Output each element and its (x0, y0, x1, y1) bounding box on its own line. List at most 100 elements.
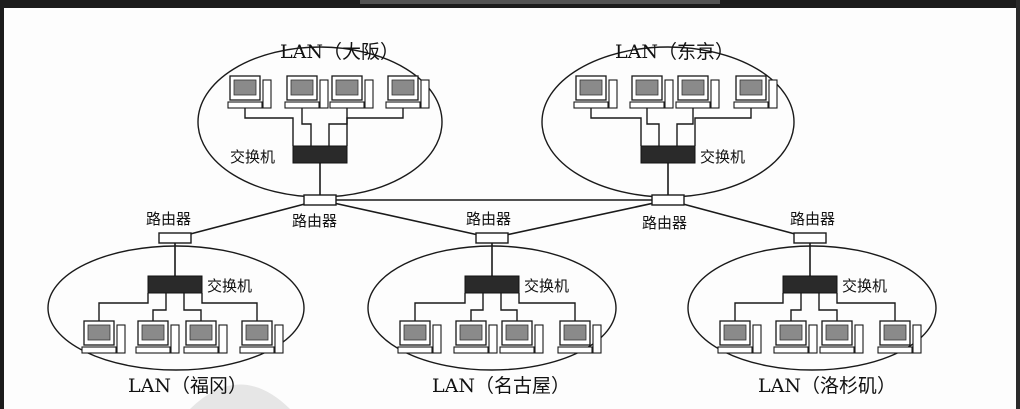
switch-label-osaka: 交换机 (230, 148, 275, 166)
lan-label-osaka: LAN（大阪） (280, 41, 399, 63)
cable-losangeles-2 (818, 293, 838, 321)
computer-fukuoka-1-screen (141, 324, 165, 341)
cable-nagoya-2 (500, 293, 518, 321)
lan-label-fukuoka: LAN（福冈） (128, 375, 247, 397)
computer-losangeles-1-keyboard (773, 346, 809, 354)
computer-osaka-0-screen (233, 79, 257, 96)
lan-losangeles-ellipse (687, 245, 937, 371)
cable-fukuoka-0 (98, 293, 149, 321)
computer-fukuoka-3-screen (245, 324, 269, 341)
router-label-losangeles: 路由器 (790, 210, 835, 228)
cable-osaka-1 (301, 108, 312, 146)
cable-fukuoka-1 (152, 293, 167, 321)
computer-nagoya-1-keyboard (453, 346, 489, 354)
computer-tokyo-0-keyboard (573, 101, 609, 109)
cable-losangeles-0 (734, 293, 784, 321)
computer-osaka-3-screen (391, 79, 415, 96)
computer-nagoya-1-tower (488, 324, 498, 354)
computer-fukuoka-0-tower (116, 324, 126, 354)
computer-tokyo-3-screen (739, 79, 763, 96)
computer-fukuoka-0-screen (87, 324, 111, 341)
switch-tokyo (640, 145, 696, 164)
router-nagoya (475, 232, 509, 244)
computer-tokyo-2-keyboard (675, 101, 711, 109)
computer-fukuoka-2-keyboard (183, 346, 219, 354)
lan-label-tokyo: LAN（东京） (615, 41, 734, 63)
computer-losangeles-2-keyboard (819, 346, 855, 354)
lan-fukuoka-ellipse (47, 245, 305, 371)
router-tokyo (651, 194, 685, 206)
left-border (0, 0, 4, 409)
switch-nagoya (464, 275, 520, 294)
cable-losangeles-3 (836, 293, 896, 321)
computer-osaka-1-screen (290, 79, 314, 96)
computer-osaka-2-keyboard (329, 101, 365, 109)
cable-tokyo-0 (590, 108, 642, 146)
cable-fukuoka-2 (183, 293, 202, 321)
computer-losangeles-2-tower (854, 324, 864, 354)
router-label-fukuoka: 路由器 (146, 210, 191, 228)
computer-losangeles-1-screen (779, 324, 803, 341)
switch-label-losangeles: 交换机 (842, 277, 887, 295)
computer-osaka-0-tower (262, 79, 272, 109)
computer-osaka-3-tower (420, 79, 430, 109)
switch-label-fukuoka: 交换机 (207, 277, 252, 295)
cable-osaka-3 (346, 108, 404, 146)
right-border (1016, 0, 1020, 409)
cropped-caption-strip (360, 0, 720, 4)
computer-nagoya-3-screen (563, 324, 587, 341)
computer-tokyo-3-tower (768, 79, 778, 109)
router-fukuoka (158, 232, 192, 244)
router-osaka (303, 194, 337, 206)
computer-fukuoka-1-tower (170, 324, 180, 354)
cable-tokyo-3 (694, 108, 752, 146)
computer-losangeles-1-tower (808, 324, 818, 354)
computer-losangeles-0-screen (723, 324, 747, 341)
cable-nagoya-3 (518, 293, 576, 321)
computer-nagoya-3-keyboard (557, 346, 593, 354)
computer-fukuoka-2-tower (218, 324, 228, 354)
computer-nagoya-2-keyboard (499, 346, 535, 354)
computer-nagoya-0-screen (403, 324, 427, 341)
switch-fukuoka (147, 275, 203, 294)
computers-group (81, 75, 922, 354)
computer-nagoya-0-keyboard (397, 346, 433, 354)
wan-link-osaka-fukuoka (174, 199, 321, 239)
computer-tokyo-3-keyboard (733, 101, 769, 109)
router-label-nagoya: 路由器 (466, 210, 511, 228)
computer-osaka-3-keyboard (385, 101, 421, 109)
computer-losangeles-3-tower (912, 324, 922, 354)
computer-fukuoka-2-screen (189, 324, 213, 341)
computer-losangeles-0-keyboard (717, 346, 753, 354)
computer-tokyo-2-tower (710, 79, 720, 109)
computer-osaka-2-tower (364, 79, 374, 109)
switch-losangeles (782, 275, 838, 294)
watermark-shape (190, 384, 290, 409)
wan-link-tokyo-losangeles (667, 199, 811, 239)
computer-nagoya-0-tower (432, 324, 442, 354)
wan-link-tokyo-nagoya (491, 199, 669, 239)
computer-osaka-1-keyboard (284, 101, 320, 109)
computer-osaka-1-tower (319, 79, 329, 109)
computer-fukuoka-3-tower (274, 324, 284, 354)
computer-nagoya-1-screen (459, 324, 483, 341)
computer-losangeles-3-keyboard (877, 346, 913, 354)
computer-tokyo-1-keyboard (629, 101, 665, 109)
wan-link-osaka-nagoya (319, 199, 493, 239)
switch-label-tokyo: 交换机 (700, 148, 745, 166)
computer-osaka-2-screen (335, 79, 359, 96)
router-label-tokyo: 路由器 (642, 214, 687, 232)
cable-nagoya-0 (414, 293, 466, 321)
wan-links (174, 163, 811, 276)
switch-osaka (292, 145, 348, 164)
computer-nagoya-2-tower (534, 324, 544, 354)
computer-osaka-0-keyboard (227, 101, 263, 109)
cable-tokyo-1 (646, 108, 660, 146)
computer-tokyo-0-tower (608, 79, 618, 109)
cable-fukuoka-3 (201, 293, 258, 321)
computer-fukuoka-0-keyboard (81, 346, 117, 354)
computer-tokyo-1-screen (635, 79, 659, 96)
computer-losangeles-3-screen (883, 324, 907, 341)
router-losangeles (793, 232, 827, 244)
